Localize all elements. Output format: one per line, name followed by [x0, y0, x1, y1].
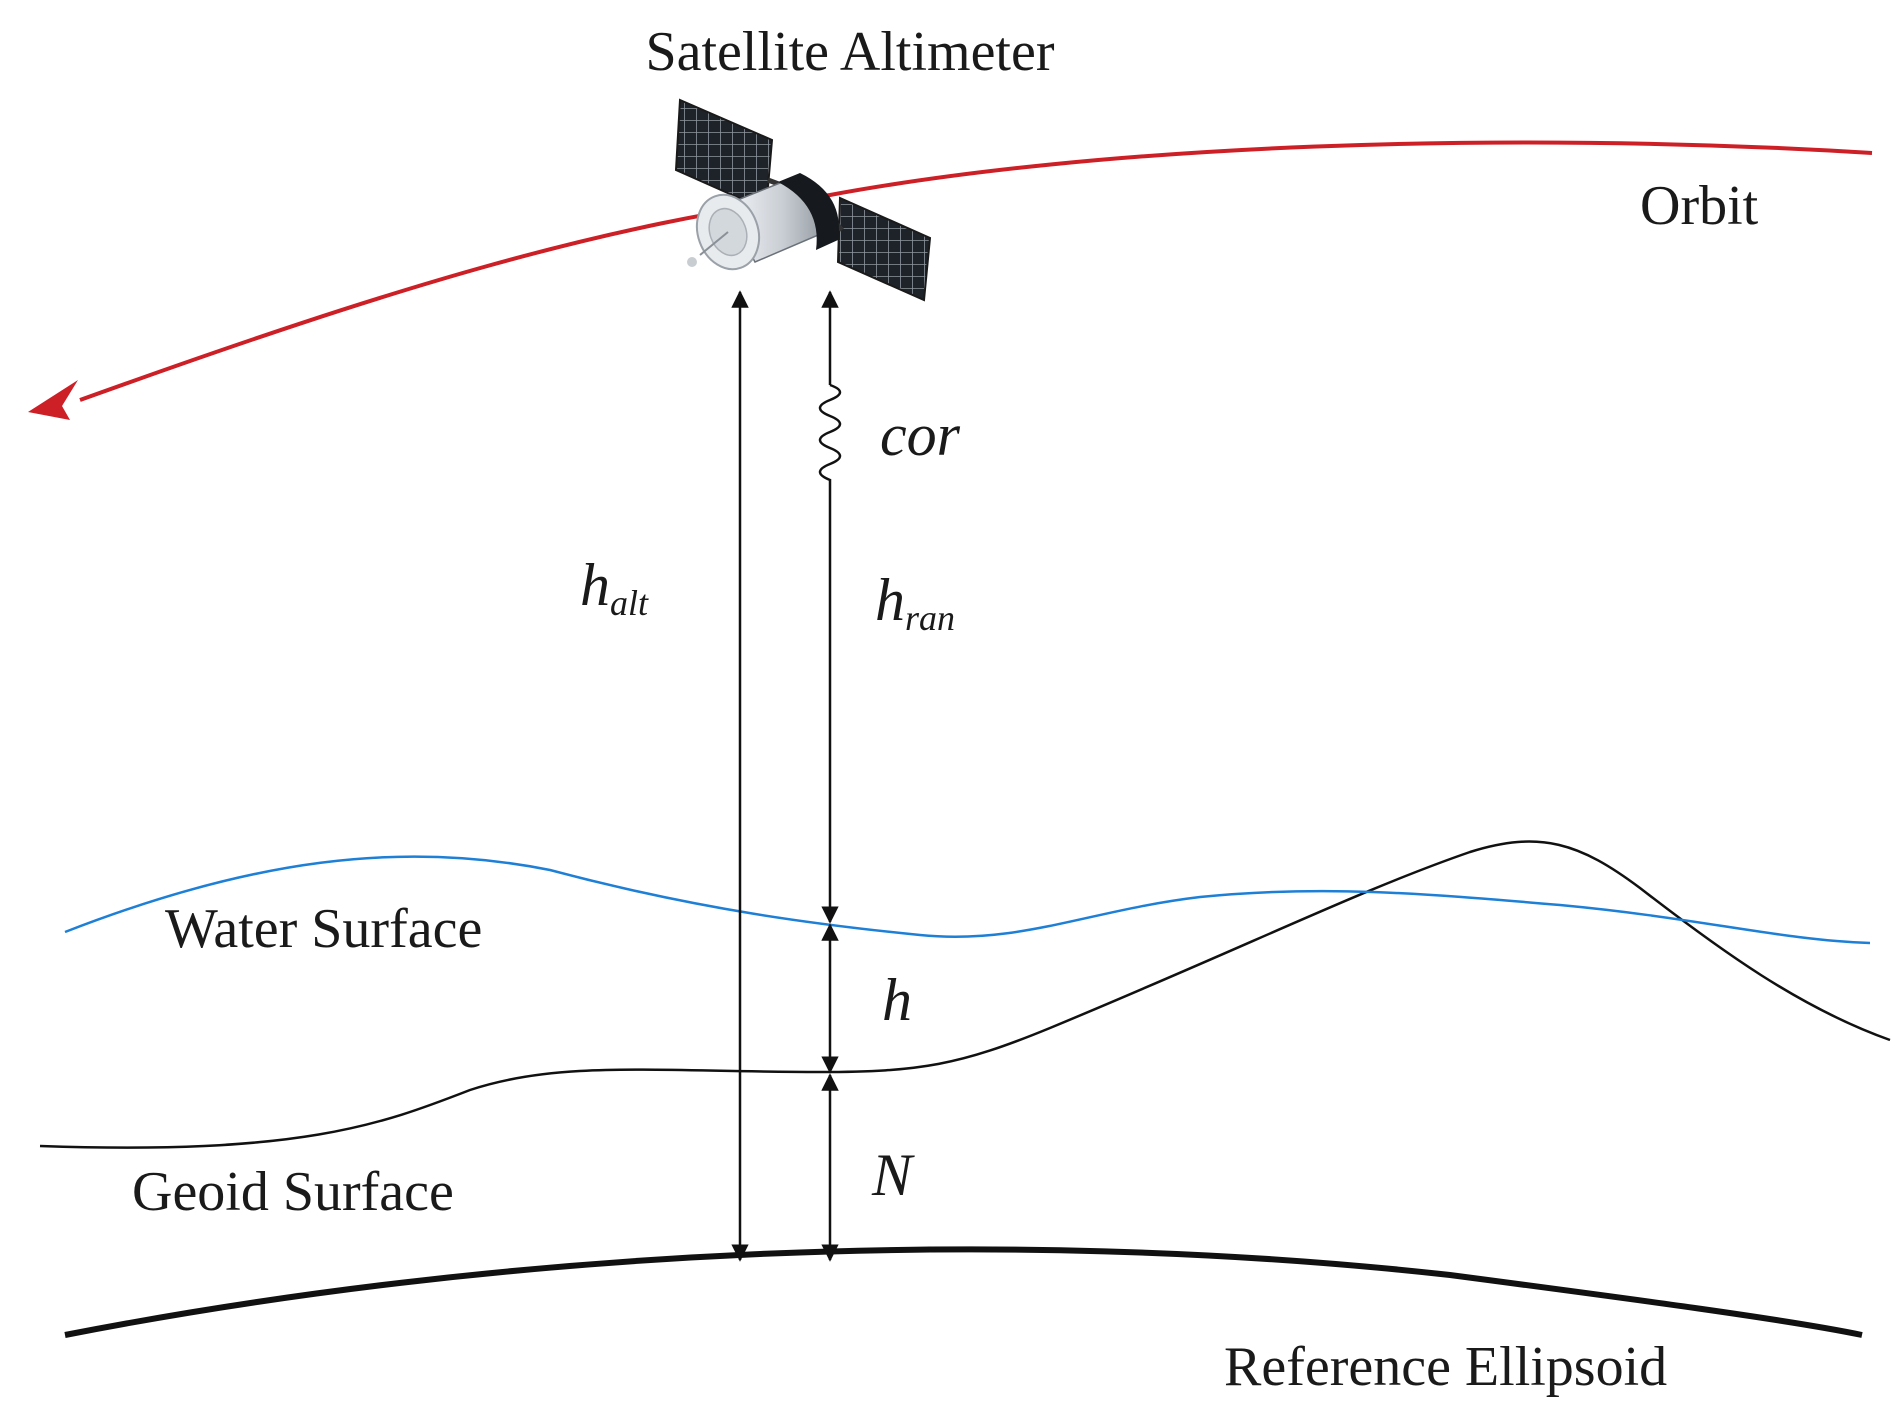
geoid-surface-label: Geoid Surface	[132, 1161, 454, 1223]
reference-ellipsoid-curve	[64, 1246, 1863, 1338]
satellite-icon	[674, 98, 932, 302]
n-label: N	[871, 1142, 915, 1208]
water-surface-label: Water Surface	[165, 898, 482, 960]
h-label: h	[882, 967, 912, 1033]
h-alt-base: h	[580, 552, 610, 618]
h-ran-sub: ran	[905, 598, 955, 638]
geoid-surface-curve	[39, 840, 1891, 1149]
h-ran-base: h	[875, 567, 905, 633]
reference-ellipsoid-label: Reference Ellipsoid	[1224, 1336, 1667, 1398]
h-alt-sub: alt	[610, 583, 649, 623]
water-surface-curve	[64, 855, 1871, 945]
h-alt-label: halt	[580, 552, 649, 623]
cor-label: cor	[880, 402, 961, 468]
orbit-path	[79, 140, 1873, 402]
h-ran-label: hran	[875, 567, 955, 638]
satellite-label: Satellite Altimeter	[645, 21, 1054, 83]
cor-spring-icon	[818, 383, 842, 484]
orbit-arrowhead-icon	[28, 380, 78, 420]
orbit-label: Orbit	[1640, 175, 1759, 237]
